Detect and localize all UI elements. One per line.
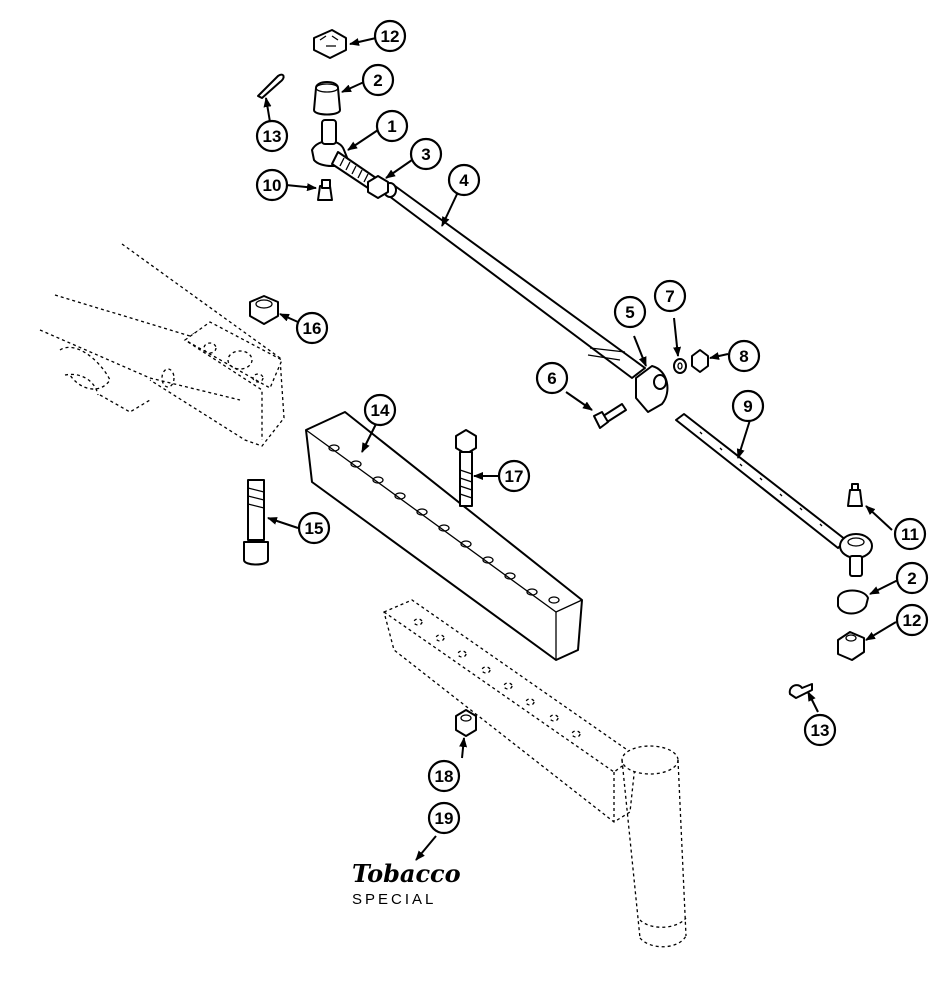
lock-nut-frame <box>249 295 279 325</box>
callout-circle <box>893 517 927 551</box>
extension-bolt <box>455 429 477 507</box>
castle-nut-top <box>313 29 347 59</box>
callout-circle <box>427 801 461 835</box>
callout-number: 15 <box>305 519 324 538</box>
callout-circle <box>727 339 761 373</box>
callout-5: 5 <box>613 295 647 329</box>
callout-circle <box>427 759 461 793</box>
callout-circle <box>895 561 929 595</box>
spindle-nut <box>455 709 477 737</box>
cotter-pin-bottom <box>788 683 813 699</box>
badge-subtitle: SPECIAL <box>352 891 436 908</box>
callout-number: 12 <box>381 27 400 46</box>
callout-1: 1 <box>375 109 409 143</box>
callout-number: 16 <box>303 319 322 338</box>
callout-number: 12 <box>903 611 922 630</box>
callout-circle <box>295 311 329 345</box>
callout-18: 18 <box>427 759 461 793</box>
callout-circle <box>375 109 409 143</box>
callout-circle <box>255 168 289 202</box>
callout-9: 9 <box>731 389 765 423</box>
callout-circle <box>653 279 687 313</box>
clamp <box>635 365 669 413</box>
callout-17: 17 <box>497 459 531 493</box>
callout-number: 14 <box>371 401 390 420</box>
callout-number: 13 <box>263 127 282 146</box>
tobacco-special-badge: Tobacco SPECIAL <box>352 859 461 908</box>
callout-number: 1 <box>387 117 396 136</box>
callout-6: 6 <box>535 361 569 395</box>
callout-4: 4 <box>447 163 481 197</box>
callout-8: 8 <box>727 339 761 373</box>
dust-seal-top <box>313 81 341 116</box>
callout-13: 13 <box>803 713 837 747</box>
frame-housing-outline <box>39 243 285 447</box>
callout-circle <box>803 713 837 747</box>
callout-7: 7 <box>653 279 687 313</box>
callout-number: 4 <box>459 171 469 190</box>
grease-fitting-left <box>317 179 333 201</box>
callout-number: 5 <box>625 303 634 322</box>
callout-number: 2 <box>373 71 382 90</box>
callout-circle <box>361 63 395 97</box>
callout-number: 3 <box>421 145 430 164</box>
castle-nut-bottom <box>837 631 865 661</box>
callout-circle <box>363 393 397 427</box>
callout-number: 13 <box>811 721 830 740</box>
callout-2: 2 <box>361 63 395 97</box>
callout-number: 2 <box>907 569 916 588</box>
leader-arrows <box>263 37 899 861</box>
callout-number: 9 <box>743 397 752 416</box>
callout-number: 18 <box>435 767 454 786</box>
callout-number: 19 <box>435 809 454 828</box>
callout-number: 10 <box>263 176 282 195</box>
callout-circle <box>731 389 765 423</box>
callout-number: 8 <box>739 347 748 366</box>
dust-seal-bottom <box>837 589 869 615</box>
cotter-pin-top <box>257 73 285 99</box>
callout-circle <box>297 511 331 545</box>
callout-11: 11 <box>893 517 927 551</box>
callout-15: 15 <box>297 511 331 545</box>
clamp-nut <box>691 349 709 373</box>
callout-13: 13 <box>255 119 289 153</box>
callout-number: 7 <box>665 287 674 306</box>
callout-12: 12 <box>373 19 407 53</box>
cap-screw <box>243 479 269 566</box>
callout-14: 14 <box>363 393 397 427</box>
axle-extension-block <box>305 411 583 661</box>
callout-3: 3 <box>409 137 443 171</box>
callout-2: 2 <box>895 561 929 595</box>
lock-washer <box>673 358 687 374</box>
callout-12: 12 <box>895 603 929 637</box>
tie-rod-tube <box>383 182 646 379</box>
callout-19: 19 <box>427 801 461 835</box>
callout-number: 6 <box>547 369 556 388</box>
callout-circle <box>497 459 531 493</box>
callout-circle <box>535 361 569 395</box>
tie-rod-right <box>675 413 847 549</box>
grease-fitting-right <box>847 483 863 507</box>
callout-10: 10 <box>255 168 289 202</box>
clamp-bolt <box>593 403 627 429</box>
callout-circle <box>255 119 289 153</box>
jam-nut <box>367 175 389 199</box>
callout-circle <box>447 163 481 197</box>
callout-circle <box>373 19 407 53</box>
tie-rod-end-right <box>839 533 873 577</box>
tie-rod-end <box>311 119 377 189</box>
callout-number: 11 <box>901 525 919 544</box>
badge-title: Tobacco <box>352 859 461 888</box>
callout-circle <box>613 295 647 329</box>
callout-16: 16 <box>295 311 329 345</box>
callout-number: 17 <box>505 467 524 486</box>
spindle-bracket-outline <box>383 599 687 948</box>
callout-circle <box>409 137 443 171</box>
callout-circle <box>895 603 929 637</box>
